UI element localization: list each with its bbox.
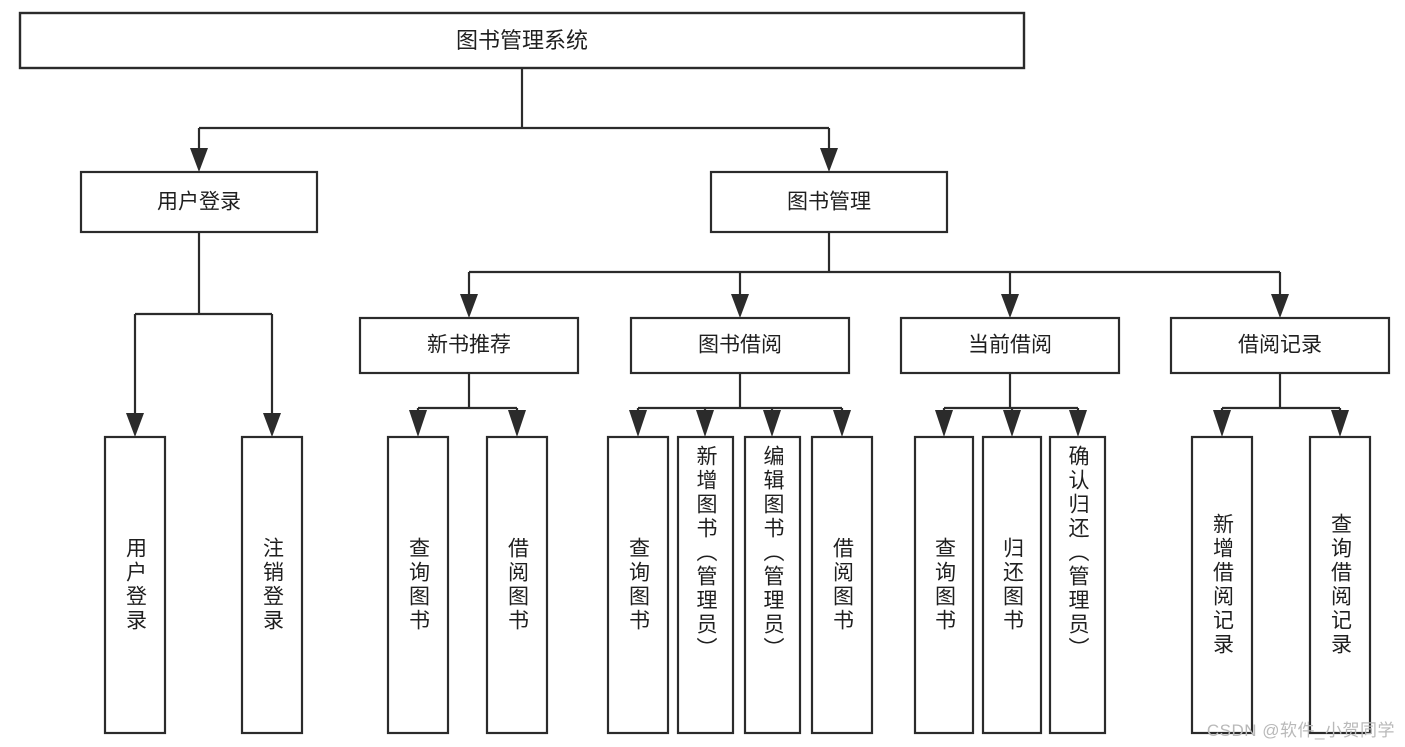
connector-group-newbook-to-leaves: [409, 373, 526, 437]
arrowhead-user-login: [190, 148, 208, 172]
connector-group-bookborrow-to-leaves: [629, 373, 851, 437]
node-book-manage-label: 图书管理: [787, 191, 871, 214]
node-book-manage[interactable]: 图书管理: [709, 170, 949, 234]
node-user-login-rect[interactable]: [79, 170, 319, 234]
node-leaf-query-borrow-record-rect[interactable]: [1308, 435, 1372, 735]
arrowhead-new-book-recommend: [460, 294, 478, 318]
arrowhead-leaf-borrow-book-1: [508, 410, 526, 437]
node-book-borrow[interactable]: 图书借阅: [629, 316, 851, 375]
arrowhead-leaf-query-book-3: [935, 410, 953, 437]
connector-group-borrowrecord-to-leaves: [1213, 373, 1349, 437]
node-current-borrow[interactable]: 当前借阅: [899, 316, 1121, 375]
node-user-login-label: 用户登录: [157, 191, 241, 214]
node-new-book-recommend[interactable]: 新书推荐: [358, 316, 580, 375]
node-leaf-borrow-book-2-rect[interactable]: [810, 435, 874, 735]
node-leaf-user-login-rect[interactable]: [103, 435, 167, 735]
node-leaf-borrow-book-1-rect[interactable]: [485, 435, 549, 735]
node-current-borrow-label: 当前借阅: [968, 334, 1052, 357]
node-root-label: 图书管理系统: [456, 28, 588, 53]
arrowhead-leaf-user-logout: [263, 413, 281, 437]
arrowhead-borrow-record: [1271, 294, 1289, 318]
node-leaf-add-book-admin-rect[interactable]: [676, 435, 735, 735]
node-user-login[interactable]: 用户登录: [79, 170, 319, 234]
node-book-borrow-rect[interactable]: [629, 316, 851, 375]
arrowhead-leaf-borrow-book-2: [833, 410, 851, 437]
node-borrow-record-rect[interactable]: [1169, 316, 1391, 375]
arrowhead-leaf-query-book-2: [629, 410, 647, 437]
arrowhead-leaf-user-login: [126, 413, 144, 437]
node-leaf-add-borrow-record-rect[interactable]: [1190, 435, 1254, 735]
watermark: CSDN @软件_小贺同学: [1206, 721, 1395, 740]
arrowhead-leaf-query-book-1: [409, 410, 427, 437]
node-new-book-recommend-label: 新书推荐: [427, 334, 511, 357]
node-leaf-confirm-return-admin-rect[interactable]: [1048, 435, 1107, 735]
arrowhead-leaf-query-borrow-record: [1331, 410, 1349, 437]
node-leaf-edit-book-admin-rect[interactable]: [743, 435, 802, 735]
arrowhead-current-borrow: [1001, 294, 1019, 318]
connector-group-userlogin-to-leaves: [126, 232, 281, 437]
node-book-borrow-label: 图书借阅: [698, 334, 782, 357]
node-borrow-record[interactable]: 借阅记录: [1169, 316, 1391, 375]
node-leaf-return-book-rect[interactable]: [981, 435, 1043, 735]
node-root-rect[interactable]: [18, 11, 1026, 70]
arrowhead-leaf-add-book-admin: [696, 410, 714, 437]
connector-group-root-to-level2: [190, 68, 838, 172]
connector-group-currentborrow-to-leaves: [935, 373, 1087, 437]
node-leaf-user-logout-rect[interactable]: [240, 435, 304, 735]
node-leaf-query-book-1-rect[interactable]: [386, 435, 450, 735]
connector-group-bookmanage-to-level3: [460, 232, 1289, 318]
node-book-manage-rect[interactable]: [709, 170, 949, 234]
arrowhead-book-manage: [820, 148, 838, 172]
arrowhead-leaf-return-book: [1003, 410, 1021, 437]
node-new-book-recommend-rect[interactable]: [358, 316, 580, 375]
node-root[interactable]: 图书管理系统: [18, 11, 1026, 70]
arrowhead-leaf-edit-book-admin: [763, 410, 781, 437]
node-borrow-record-label: 借阅记录: [1238, 334, 1322, 357]
node-leaf-query-book-2-rect[interactable]: [606, 435, 670, 735]
arrowhead-leaf-confirm-return-admin: [1069, 410, 1087, 437]
node-current-borrow-rect[interactable]: [899, 316, 1121, 375]
arrowhead-leaf-add-borrow-record: [1213, 410, 1231, 437]
arrowhead-book-borrow: [731, 294, 749, 318]
node-leaf-query-book-3-rect[interactable]: [913, 435, 975, 735]
